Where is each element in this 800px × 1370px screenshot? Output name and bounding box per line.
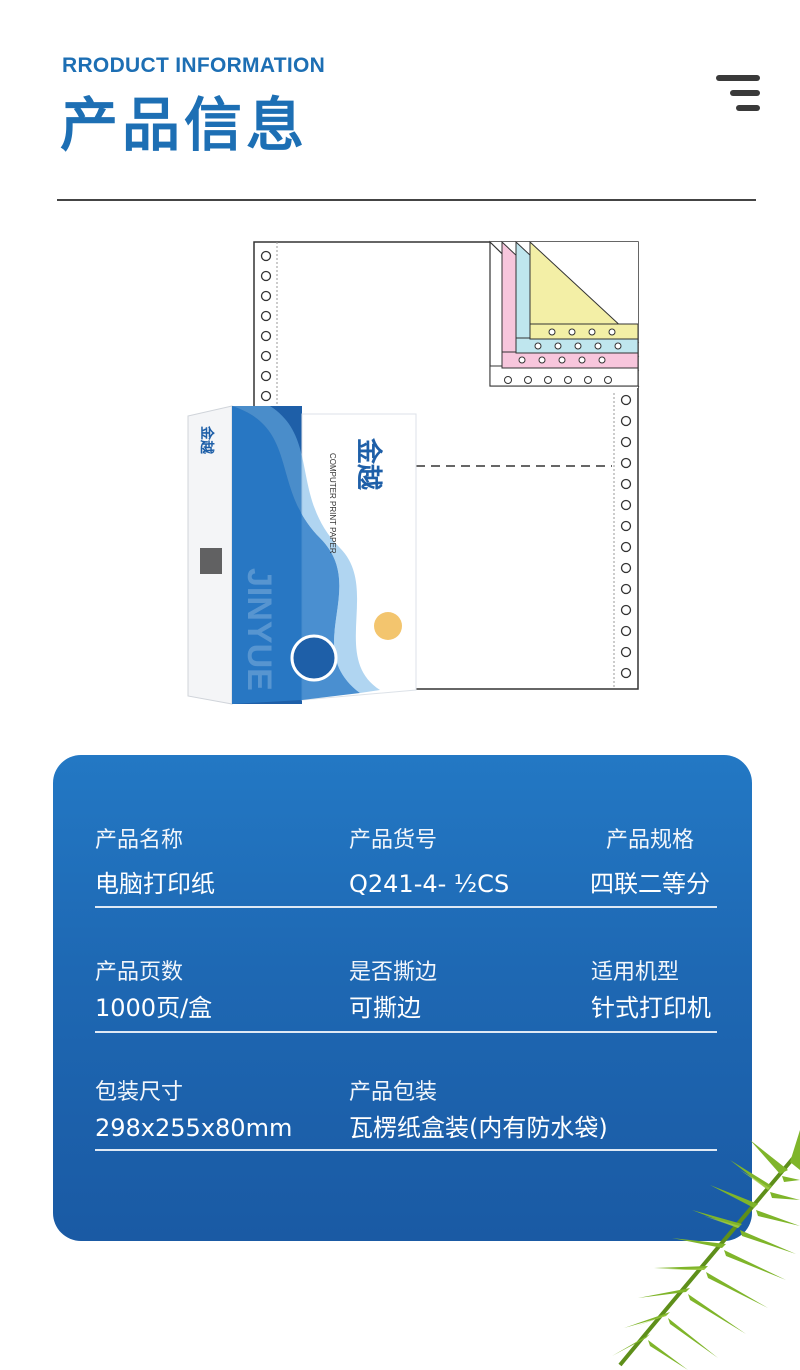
section-subtitle: RRODUCT INFORMATION — [62, 54, 326, 77]
info-packaging: 产品包装 瓦楞纸盒装(内有防水袋) — [349, 1079, 608, 1143]
info-label: 包装尺寸 — [95, 1080, 184, 1105]
row-divider — [95, 906, 717, 908]
info-label: 适用机型 — [591, 960, 680, 985]
info-page-count: 产品页数 1000页/盒 — [95, 959, 212, 1023]
info-value: 针式打印机 — [591, 994, 711, 1022]
product-image: JINYUE 金越 COMPUTER PRINT PAPER 金越 — [187, 240, 640, 705]
product-info-card: 产品名称 电脑打印纸 产品货号 Q241-4- ½CS 产品规格 四联二等分 产… — [53, 755, 752, 1241]
info-product-code: 产品货号 Q241-4- ½CS — [349, 827, 509, 899]
page-title: 产品信息 — [60, 91, 309, 159]
palm-leaf-decoration — [612, 1130, 800, 1370]
info-value: 四联二等分 — [590, 870, 710, 898]
info-label: 产品名称 — [95, 828, 184, 853]
info-label: 产品页数 — [95, 960, 184, 985]
box-text: COMPUTER PRINT PAPER — [328, 453, 337, 554]
row-divider — [95, 1031, 717, 1033]
box-side-brand: 金越 — [198, 425, 215, 455]
info-label: 产品规格 — [605, 828, 694, 853]
info-product-name: 产品名称 电脑打印纸 — [95, 827, 215, 899]
info-label: 产品货号 — [349, 828, 438, 853]
info-product-spec: 产品规格 四联二等分 — [583, 827, 717, 899]
info-label: 产品包装 — [349, 1080, 438, 1105]
info-value: 瓦楞纸盒装(内有防水袋) — [349, 1114, 608, 1142]
info-value: 电脑打印纸 — [95, 870, 215, 898]
box-brand-en: JINYUE — [240, 568, 278, 691]
info-value: 298x255x80mm — [95, 1114, 293, 1142]
menu-icon[interactable] — [716, 75, 760, 111]
info-value: 可撕边 — [349, 994, 421, 1022]
header-divider — [57, 199, 756, 201]
info-package-size: 包装尺寸 298x255x80mm — [95, 1079, 292, 1143]
info-label: 是否撕边 — [349, 960, 438, 985]
info-value: 1000页/盒 — [95, 994, 213, 1022]
info-value: Q241-4- ½CS — [349, 870, 510, 898]
info-printer-type: 适用机型 针式打印机 — [591, 959, 711, 1023]
info-tear-edge: 是否撕边 可撕边 — [349, 959, 437, 1023]
row-divider — [95, 1149, 717, 1151]
box-brand-cn: 金越 — [353, 437, 384, 491]
